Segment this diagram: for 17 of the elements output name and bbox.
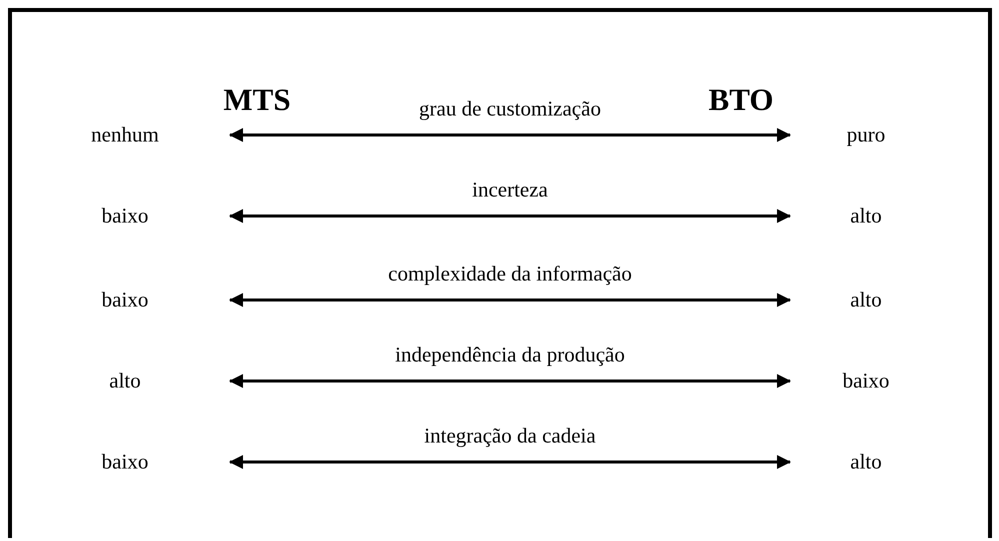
double-arrow (229, 455, 791, 469)
scale-end-label: alto (850, 450, 882, 474)
column-heading: MTS (223, 82, 291, 118)
column-heading: BTO (708, 82, 774, 118)
scale-end-label: baixo (102, 288, 148, 312)
scale-end-label: nenhum (91, 122, 159, 148)
scale-end-label: alto (109, 368, 141, 394)
scale-end-label: alto (850, 288, 882, 312)
double-arrow (229, 128, 791, 142)
scale-end-label: baixo (102, 204, 148, 228)
double-arrow (229, 209, 791, 223)
double-arrow (229, 293, 791, 307)
scale-end-label: baixo (842, 368, 890, 394)
scale-end-label: puro (846, 122, 886, 148)
double-arrow (229, 374, 791, 388)
scale-end-label: alto (850, 204, 882, 228)
scale-end-label: baixo (102, 450, 148, 474)
